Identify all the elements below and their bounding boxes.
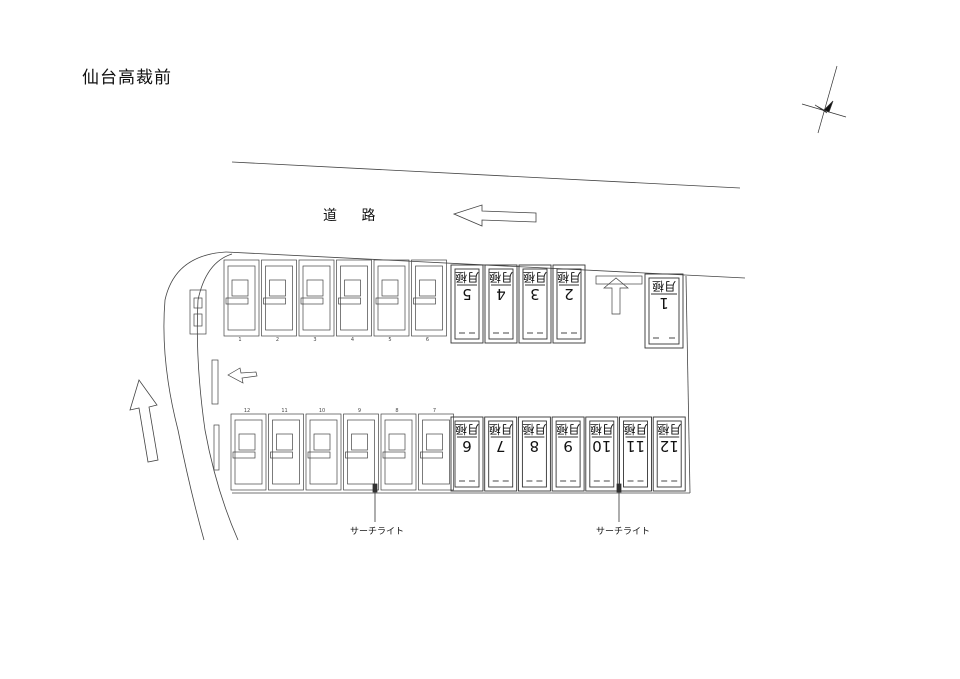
monthly-slot-number: 4 — [496, 285, 506, 303]
small-slot — [261, 259, 297, 337]
monthly-tag: 月極 — [489, 422, 513, 437]
monthly-slot — [484, 416, 518, 492]
monthly-tag: 月極 — [489, 270, 513, 285]
small-slot-number: 4 — [351, 337, 354, 343]
searchlight-label-2: サーチライト — [596, 527, 651, 537]
small-slot — [268, 413, 304, 491]
monthly-slot — [450, 416, 484, 492]
monthly-slot — [585, 416, 619, 492]
small-slot — [380, 413, 417, 491]
monthly-slot — [517, 416, 551, 492]
monthly-slot — [552, 264, 586, 344]
monthly-tag: 月極 — [523, 270, 547, 285]
small-slot — [298, 259, 335, 337]
monthly-slot-number: 10 — [592, 437, 611, 455]
monthly-tag: 月極 — [652, 279, 676, 294]
small-slot — [305, 413, 342, 491]
monthly-slot — [619, 416, 652, 492]
monthly-slot — [518, 264, 552, 344]
small-slot — [373, 259, 410, 337]
small-slot-number: 12 — [244, 408, 250, 414]
monthly-slot — [644, 273, 684, 349]
page-title: 仙台高裁前 — [82, 68, 172, 88]
turn-arrow-icon — [227, 367, 258, 384]
monthly-slot-number: 3 — [530, 285, 540, 303]
monthly-slot-number: 8 — [530, 437, 540, 455]
monthly-slot-number: 12 — [660, 437, 679, 455]
monthly-slot-number: 1 — [659, 294, 669, 312]
monthly-slot-number: 9 — [563, 437, 573, 455]
small-slot — [411, 259, 447, 337]
monthly-tag: 月極 — [455, 422, 479, 437]
small-slot-number: 9 — [358, 408, 361, 414]
monthly-slot-number: 5 — [462, 285, 472, 303]
monthly-tag: 月極 — [623, 422, 647, 437]
small-slot-number: 6 — [426, 337, 429, 343]
small-slot-number: 3 — [313, 337, 316, 343]
monthly-slot — [551, 416, 585, 492]
monthly-slot-number: 6 — [462, 437, 472, 455]
monthly-slot-number: 11 — [626, 437, 645, 455]
monthly-slot-number: 2 — [564, 285, 574, 303]
small-slot — [343, 413, 379, 491]
small-slot — [336, 259, 372, 337]
monthly-tag: 月極 — [455, 270, 479, 285]
small-slot — [223, 259, 260, 337]
road-label: 道 路 — [323, 208, 386, 224]
monthly-slot — [652, 416, 686, 492]
monthly-tag: 月極 — [590, 422, 614, 437]
monthly-tag: 月極 — [557, 270, 581, 285]
monthly-tag: 月極 — [556, 422, 580, 437]
small-slot-number: 1 — [238, 337, 241, 343]
monthly-slot-number: 7 — [496, 437, 506, 455]
monthly-tag: 月極 — [657, 422, 681, 437]
small-slot-number: 11 — [281, 408, 287, 414]
small-slot-number: 2 — [276, 337, 279, 343]
small-slot-number: 10 — [319, 408, 325, 414]
monthly-slot — [484, 264, 518, 344]
compass-icon — [801, 65, 847, 134]
small-slot-number: 5 — [388, 337, 391, 343]
monthly-slot — [450, 264, 484, 344]
arrow-up-icon — [129, 379, 159, 463]
monthly-tag: 月極 — [522, 422, 546, 437]
small-slot — [230, 413, 267, 491]
small-slot — [418, 413, 454, 491]
small-slot-number: 8 — [395, 408, 398, 414]
searchlight-label-1: サーチライト — [350, 527, 405, 537]
arrow-left-icon — [452, 204, 537, 227]
small-slot-number: 7 — [433, 408, 436, 414]
